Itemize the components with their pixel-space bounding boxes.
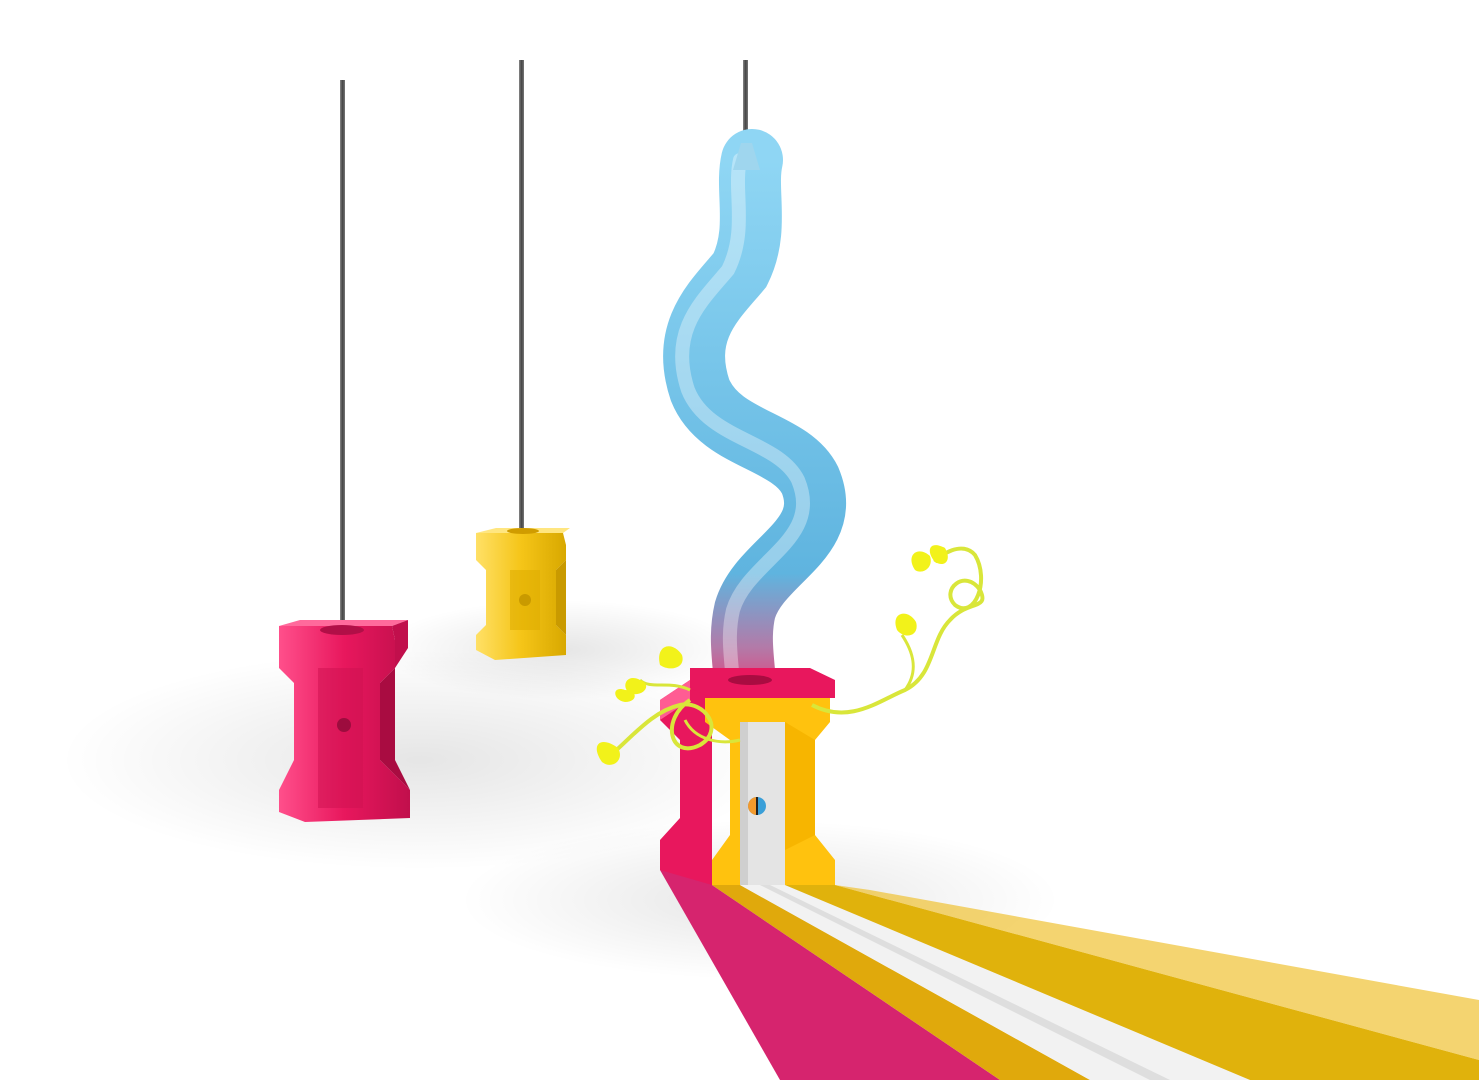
wavy-pencil bbox=[663, 129, 846, 721]
leaf-icon bbox=[895, 613, 917, 636]
screw-icon bbox=[748, 797, 766, 815]
leaf-icon bbox=[911, 551, 931, 572]
vine bbox=[596, 545, 985, 765]
leaf-icon bbox=[625, 677, 647, 695]
leaf-icon bbox=[596, 742, 620, 765]
pink-pencil-lead bbox=[340, 80, 345, 630]
leaf-icon bbox=[929, 545, 948, 565]
pink-sharpener bbox=[279, 620, 410, 822]
leaf-icon bbox=[659, 646, 683, 669]
yellow-sharpener bbox=[476, 528, 570, 660]
floor-shadow bbox=[60, 650, 780, 870]
leaf-icon bbox=[615, 688, 635, 702]
main-sharpener bbox=[660, 668, 835, 888]
shaving-strip bbox=[660, 870, 1479, 1080]
yellow-pencil-lead bbox=[519, 60, 524, 540]
wavy-pencil-lead bbox=[743, 60, 748, 145]
